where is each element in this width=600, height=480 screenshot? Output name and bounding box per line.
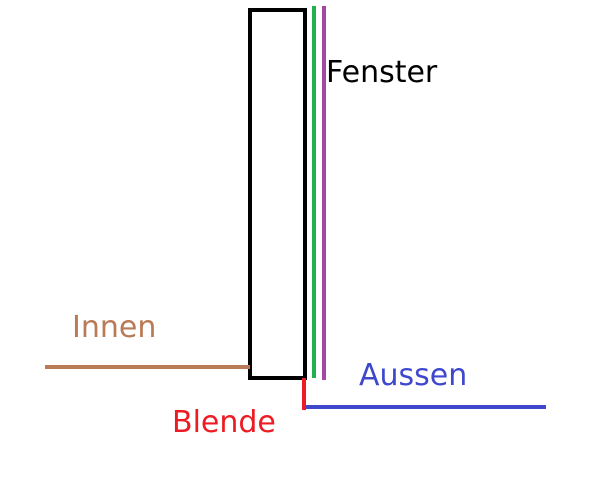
- aussen-label: Aussen: [359, 358, 468, 393]
- blende-label: Blende: [172, 405, 276, 440]
- fenster-label: Fenster: [326, 55, 438, 90]
- innen-label: Innen: [72, 310, 157, 345]
- wall-frame: [248, 8, 307, 380]
